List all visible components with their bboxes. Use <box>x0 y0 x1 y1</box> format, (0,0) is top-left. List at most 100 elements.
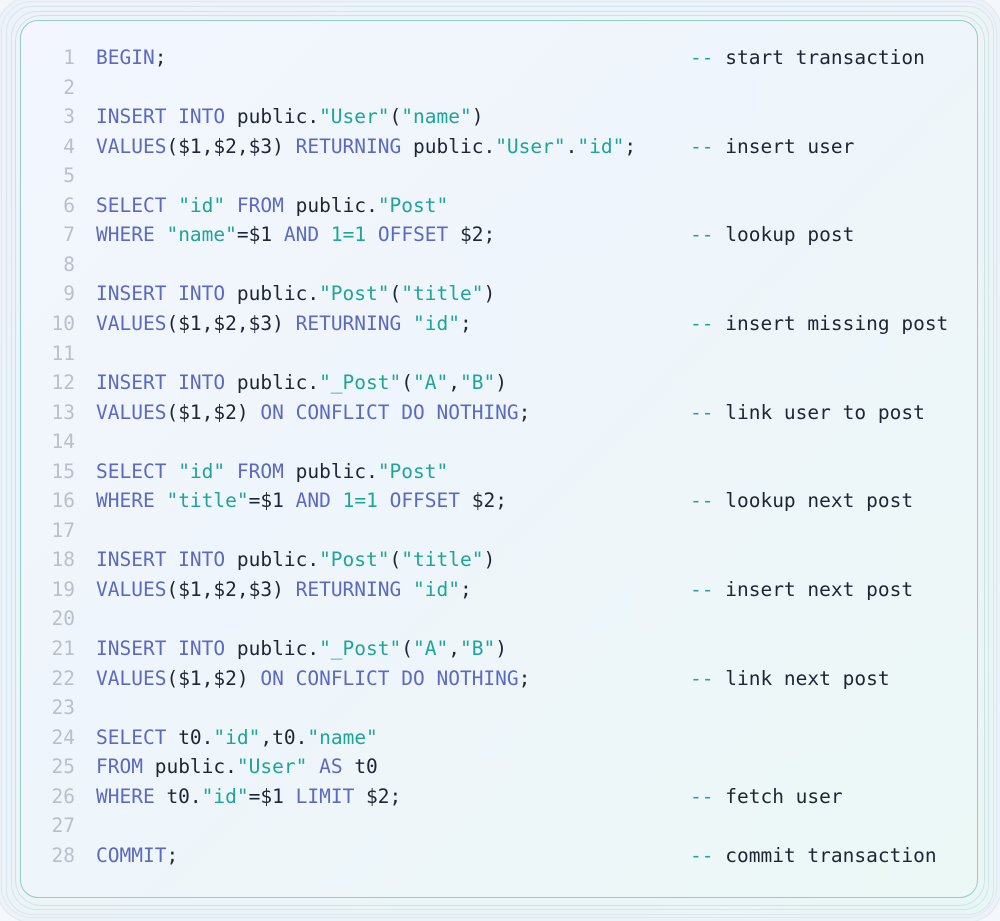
sql-text: public. <box>225 548 320 572</box>
sql-text: ; <box>459 311 472 335</box>
sql-literal: "name" <box>307 725 378 749</box>
comment-text: link next post <box>725 666 890 690</box>
sql-text <box>307 755 319 778</box>
sql-literal: "Post" <box>377 459 449 483</box>
sql-text: ; <box>154 46 167 69</box>
sql-text: ; <box>459 577 472 601</box>
comment-prefix: -- <box>690 843 714 867</box>
code-text: VALUES($1,$2,$3) RETURNING "id"; <box>96 575 472 605</box>
code-comment: -- commit transaction <box>690 841 937 871</box>
sql-text <box>366 223 378 246</box>
sql-literal: "B" <box>459 637 496 660</box>
line-number: 3 <box>63 105 75 129</box>
sql-keyword: INSERT INTO <box>96 105 226 129</box>
line-number: 25 <box>51 755 75 779</box>
comment-text: start transaction <box>725 46 925 69</box>
sql-text: ($1,$2,$3) <box>166 577 296 601</box>
sql-text <box>155 489 167 512</box>
sql-text <box>401 312 413 335</box>
sql-keyword: FROM <box>236 193 284 217</box>
sql-text: . <box>565 134 578 158</box>
comment-prefix: -- <box>690 784 714 808</box>
sql-literal: "Post" <box>377 193 449 217</box>
code-comment: -- fetch user <box>690 782 843 812</box>
frame-ring <box>11 11 989 910</box>
code-comment: -- link next post <box>690 664 890 694</box>
sql-literal: 1=1 <box>330 223 367 247</box>
comment-text: lookup next post <box>725 489 914 513</box>
comment-text: insert next post <box>725 577 914 601</box>
sql-literal: "title" <box>401 548 484 572</box>
line-number: 27 <box>51 814 75 838</box>
sql-text: ( <box>401 637 413 660</box>
code-comment: -- link user to post <box>690 398 925 428</box>
sql-text: public. <box>225 637 320 660</box>
line-number: 5 <box>63 164 75 188</box>
line-number: 17 <box>51 518 75 542</box>
frame-ring <box>15 15 985 906</box>
line-number: 9 <box>63 282 75 306</box>
sql-text: ( <box>389 105 402 129</box>
comment-text: link user to post <box>725 400 925 424</box>
sql-text: ,t0. <box>260 725 308 749</box>
sql-text <box>166 460 178 483</box>
sql-text: ; <box>518 666 531 690</box>
sql-keyword: WHERE <box>96 784 155 808</box>
sql-keyword: INSERT INTO <box>96 282 226 306</box>
line-number: 26 <box>51 784 75 808</box>
comment-prefix: -- <box>690 489 714 513</box>
sql-text: public. <box>283 193 378 217</box>
code-text: VALUES($1,$2) ON CONFLICT DO NOTHING; <box>96 398 530 428</box>
sql-keyword: VALUES <box>96 311 167 335</box>
comment-prefix: -- <box>690 311 714 335</box>
sql-text: $2; <box>354 784 402 808</box>
code-text: FROM public."User" AS t0 <box>96 752 378 782</box>
sql-literal: "Post" <box>319 282 390 306</box>
line-number: 16 <box>51 489 75 513</box>
code-text: INSERT INTO public."User"("name") <box>96 102 483 132</box>
sql-keyword: BEGIN <box>96 46 155 69</box>
line-number: 24 <box>51 725 75 749</box>
sql-keyword: RETURNING <box>295 311 402 335</box>
sql-text <box>331 489 343 512</box>
line-number: 19 <box>51 577 75 601</box>
code-comment: -- insert missing post <box>690 309 948 339</box>
sql-text: public. <box>401 134 496 158</box>
sql-keyword: VALUES <box>96 577 167 601</box>
code-text: COMMIT; <box>96 841 178 871</box>
sql-keyword: FROM <box>96 755 143 779</box>
sql-text: ( <box>401 371 413 395</box>
sql-keyword: INSERT INTO <box>96 548 226 572</box>
sql-literal: "title" <box>401 282 484 306</box>
sql-keyword: SELECT <box>96 193 167 217</box>
sql-literal: "id" <box>413 311 460 335</box>
sql-literal: "id" <box>178 193 226 217</box>
comment-text: lookup post <box>725 223 855 247</box>
sql-keyword: ON CONFLICT DO NOTHING <box>260 400 519 424</box>
sql-text <box>155 223 167 246</box>
sql-text <box>378 489 390 512</box>
sql-text: ; <box>518 400 531 424</box>
sql-keyword: OFFSET <box>377 223 449 247</box>
comment-text: insert user <box>725 134 855 158</box>
sql-keyword: VALUES <box>96 666 167 690</box>
sql-keyword: INSERT INTO <box>96 371 226 395</box>
sql-literal: "User" <box>236 755 308 779</box>
sql-literal: "id" <box>178 459 226 483</box>
sql-text <box>319 223 331 246</box>
comment-text: insert missing post <box>725 311 949 335</box>
comment-prefix: -- <box>690 134 714 158</box>
sql-keyword: ON CONFLICT DO NOTHING <box>260 666 519 690</box>
line-number: 12 <box>51 371 75 395</box>
sql-literal: "User" <box>495 134 566 158</box>
sql-text: t0. <box>166 725 214 749</box>
code-text: INSERT INTO public."Post"("title") <box>96 545 495 575</box>
sql-text: ) <box>483 548 496 572</box>
sql-keyword: SELECT <box>96 459 167 483</box>
line-number: 1 <box>63 46 75 69</box>
sql-keyword: VALUES <box>96 134 167 158</box>
line-number: 4 <box>63 134 75 158</box>
sql-literal: "id" <box>213 725 261 749</box>
sql-keyword: SELECT <box>96 725 167 749</box>
